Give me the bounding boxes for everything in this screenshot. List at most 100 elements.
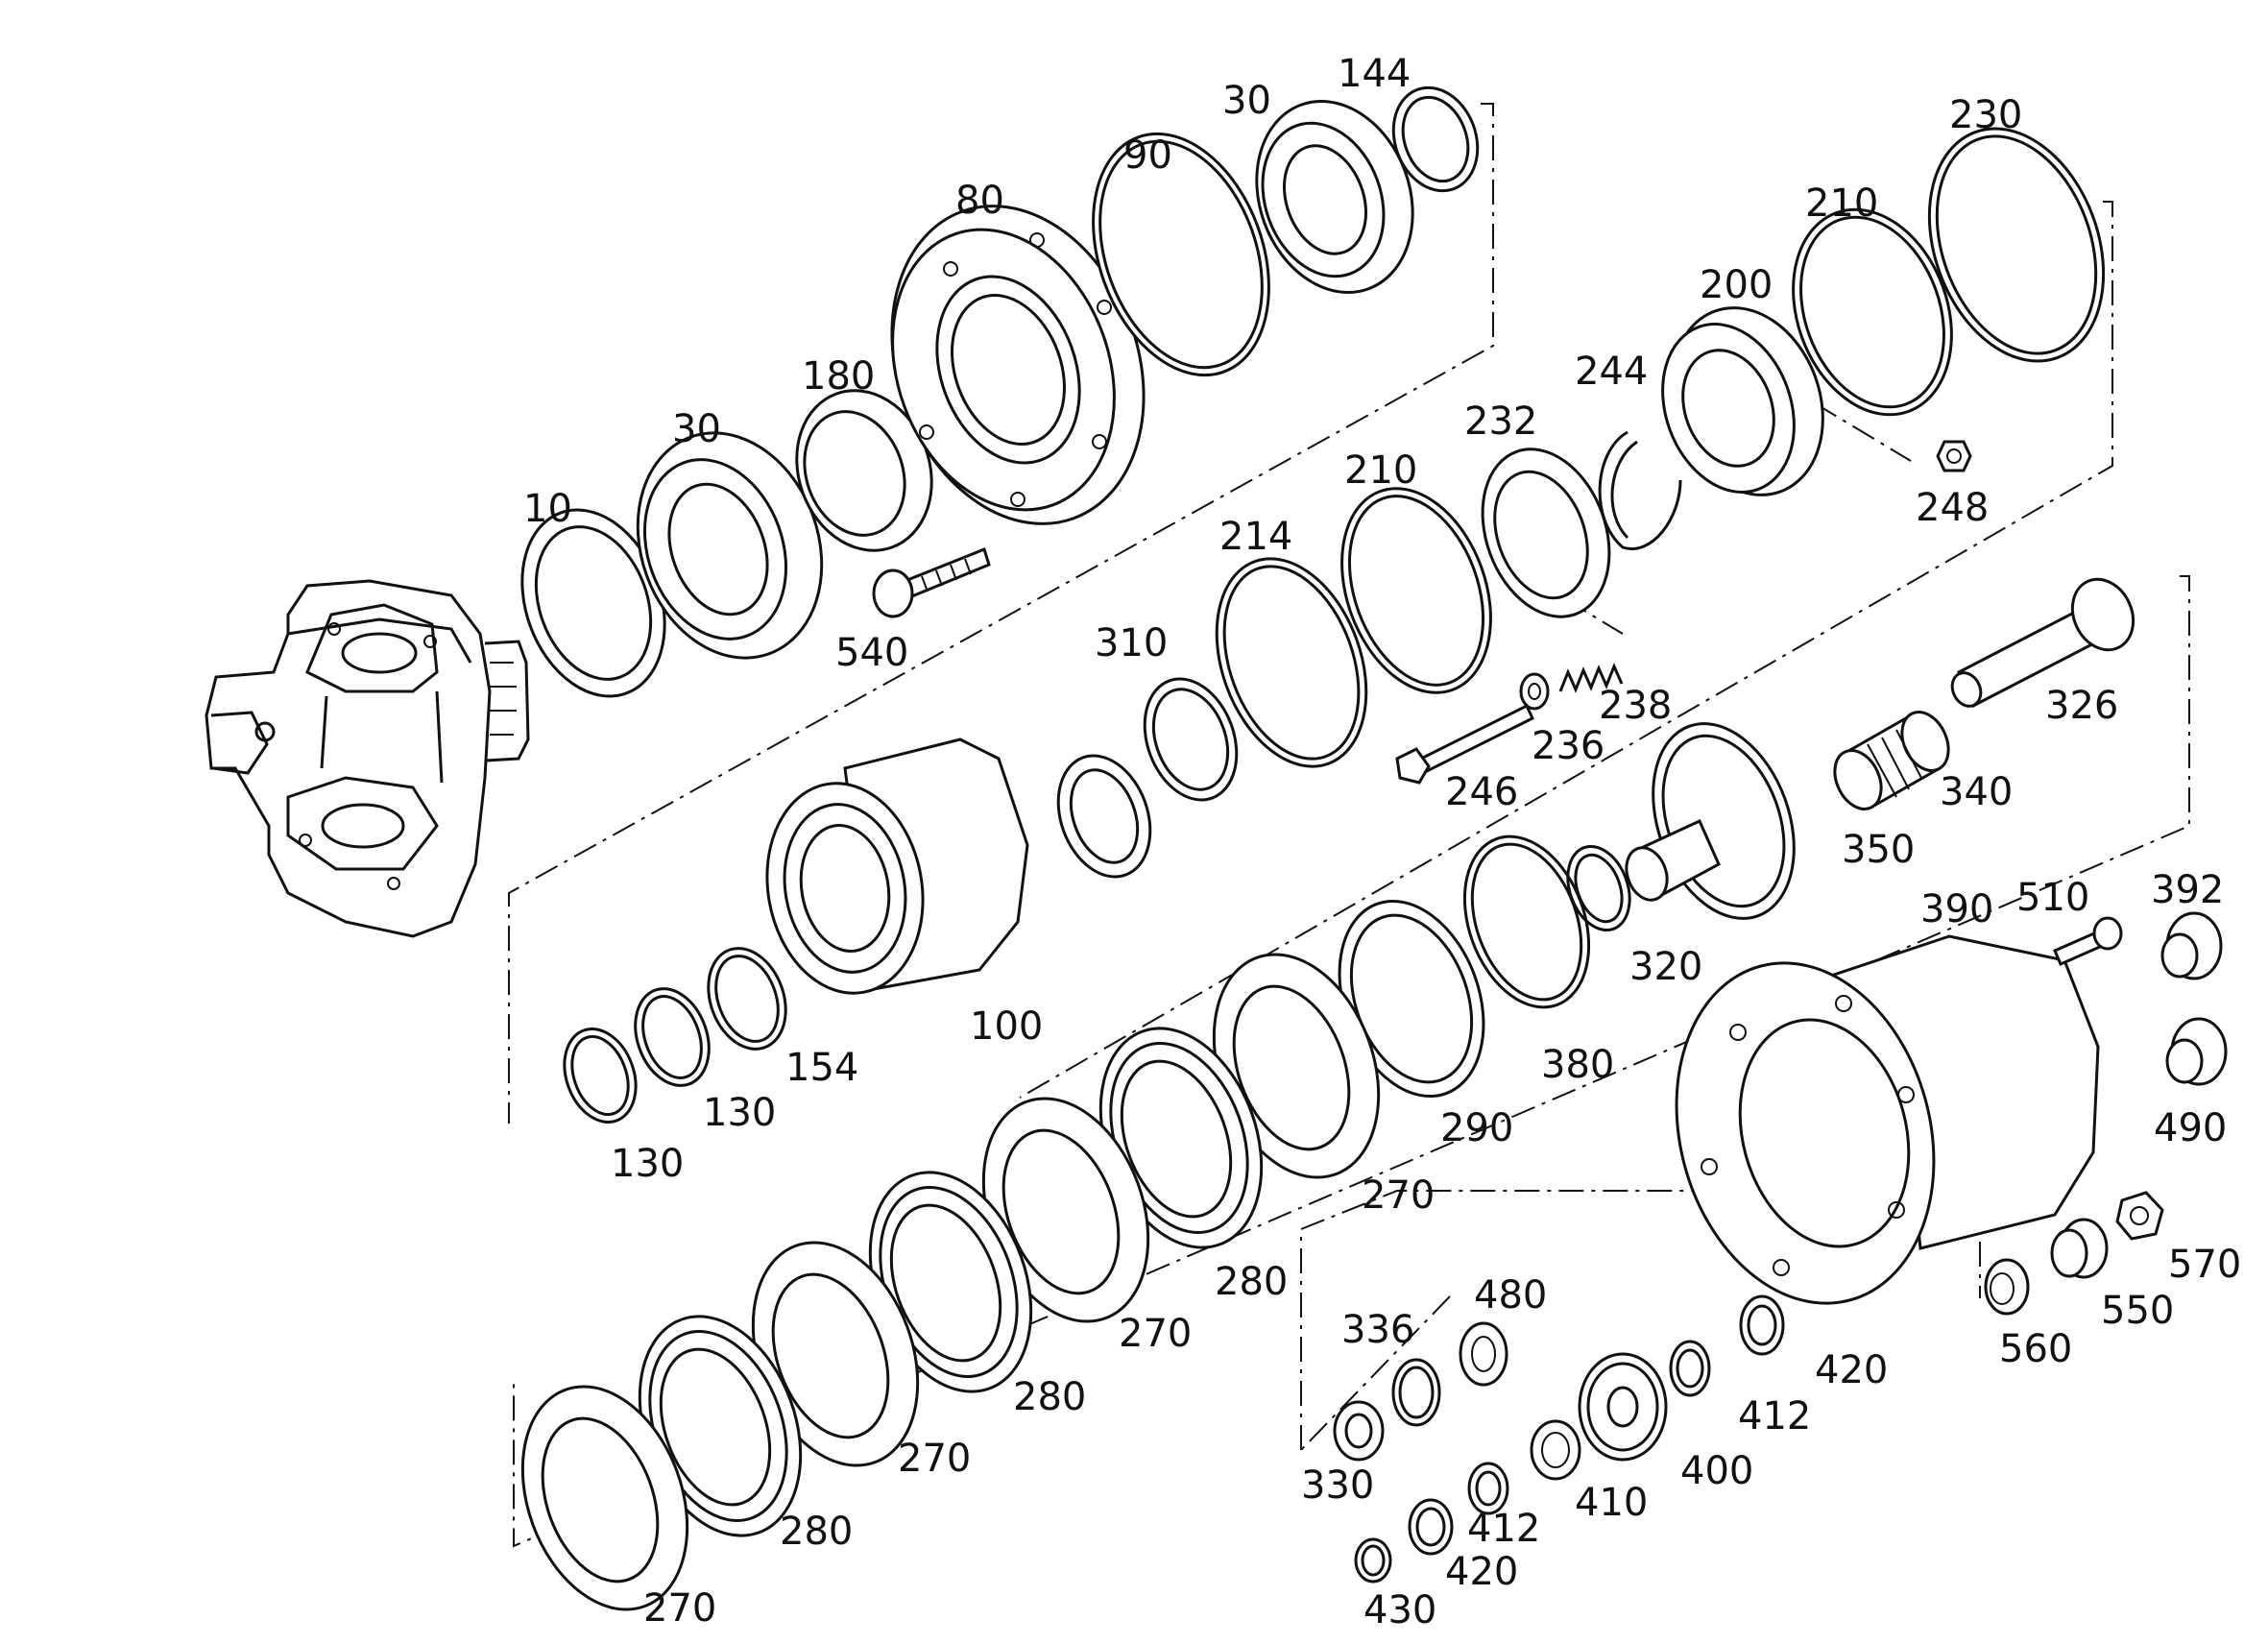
label-480: 480 [1474,1273,1547,1318]
label-270-a: 270 [1362,1173,1435,1218]
label-560: 560 [1999,1327,2072,1371]
part-320-snap-ring [1566,844,1631,932]
part-100-planetary-housing [765,737,1029,995]
label-400: 400 [1680,1449,1753,1493]
label-330: 330 [1301,1463,1374,1508]
part-390-wheel-hub [1675,934,2100,1305]
label-570: 570 [2168,1243,2241,1287]
part-326-pin [1950,577,2135,709]
label-210-a: 210 [1344,448,1417,493]
label-232: 232 [1464,399,1537,444]
part-244-snap-ring [1598,430,1682,550]
part-200-hub [1661,306,1824,496]
part-236-washer [1519,672,1550,711]
label-246: 246 [1445,770,1518,814]
part-340-sun-gear [1833,711,1950,810]
label-380: 380 [1541,1043,1614,1087]
label-270-d: 270 [643,1586,716,1631]
label-350: 350 [1842,828,1915,872]
part-214-ring [1215,557,1368,768]
part-246-bolt [1395,703,1534,785]
label-550: 550 [2101,1289,2174,1333]
part-230-ring [1927,127,2106,363]
label-90: 90 [1123,133,1172,178]
label-130-a: 130 [703,1091,776,1135]
part-90-o-ring [1092,132,1270,377]
label-236: 236 [1532,724,1604,768]
label-410: 410 [1575,1481,1648,1525]
part-430-ring [1354,1537,1392,1584]
part-336-snap-ring [1391,1358,1441,1427]
label-10: 10 [523,487,572,531]
part-540-bolt [872,547,991,618]
label-214: 214 [1219,515,1292,559]
part-210-ring-a [1340,487,1492,694]
part-248-nut [1936,440,1972,472]
label-154: 154 [785,1046,858,1090]
part-130-ring-a [634,987,711,1087]
part-10-seal [520,508,666,698]
part-number-labels: 10 30 180 80 90 30 144 540 310 214 210 2… [523,52,2241,1632]
part-310-lock-washer [1143,677,1239,802]
label-80: 80 [955,179,1004,223]
part-410-pinion [1530,1419,1581,1481]
label-280-a: 280 [1215,1260,1288,1304]
part-510-bolt [2053,916,2123,966]
label-310: 310 [1095,621,1168,665]
label-180: 180 [802,354,875,399]
label-30-b: 30 [1222,79,1271,123]
part-310-nut [1056,754,1152,879]
label-390: 390 [1920,887,1993,931]
label-320: 320 [1629,945,1702,989]
label-280-c: 280 [780,1510,853,1554]
label-510: 510 [2016,876,2089,920]
label-290: 290 [1440,1106,1513,1150]
part-550-bushing [2050,1218,2109,1279]
part-154-ring [707,947,787,1051]
part-270-disc-d [520,1385,689,1611]
label-412-b: 412 [1467,1507,1540,1551]
part-350-planet-carrier [1625,722,1796,920]
label-392: 392 [2151,868,2224,912]
label-144: 144 [1338,52,1411,96]
label-130-b: 130 [611,1142,684,1186]
part-30-bearing-b [1255,100,1414,294]
label-100: 100 [970,1004,1043,1049]
part-570-nut [2115,1191,2164,1241]
part-490-plug [2165,1017,2228,1086]
part-480-lock-washer [1459,1321,1508,1387]
label-30-a: 30 [672,407,721,451]
part-420-lock-ring-b [1408,1498,1454,1556]
part-412-ring-b [1467,1462,1509,1515]
part-30-bearing-a [636,431,824,660]
part-80-housing-flange [890,205,1146,525]
steering-knuckle [205,579,530,938]
label-270-c: 270 [898,1437,971,1481]
label-270-b: 270 [1119,1312,1192,1356]
part-238-spring [1558,663,1624,693]
part-412-ring-a [1669,1340,1711,1397]
label-200: 200 [1700,263,1773,307]
part-330-bearing [1333,1400,1385,1462]
part-392-plug [2160,911,2223,980]
label-490: 490 [2154,1106,2227,1150]
part-420-lock-ring-a [1739,1294,1785,1356]
part-380-retaining-ring [1462,834,1591,1009]
part-144-ring [1391,85,1480,193]
label-326: 326 [2045,684,2118,728]
label-412-a: 412 [1738,1394,1811,1438]
part-560-bushing [1984,1258,2030,1316]
label-540: 540 [835,631,908,675]
label-238: 238 [1599,684,1672,728]
label-420-a: 420 [1815,1348,1888,1392]
part-130-ring-b [563,1028,638,1124]
label-280-b: 280 [1013,1375,1086,1419]
part-400-gear [1578,1352,1668,1462]
label-210-b: 210 [1805,181,1878,226]
label-420-b: 420 [1445,1550,1518,1594]
label-336: 336 [1341,1308,1414,1352]
label-244: 244 [1575,350,1648,394]
label-230: 230 [1949,93,2022,137]
